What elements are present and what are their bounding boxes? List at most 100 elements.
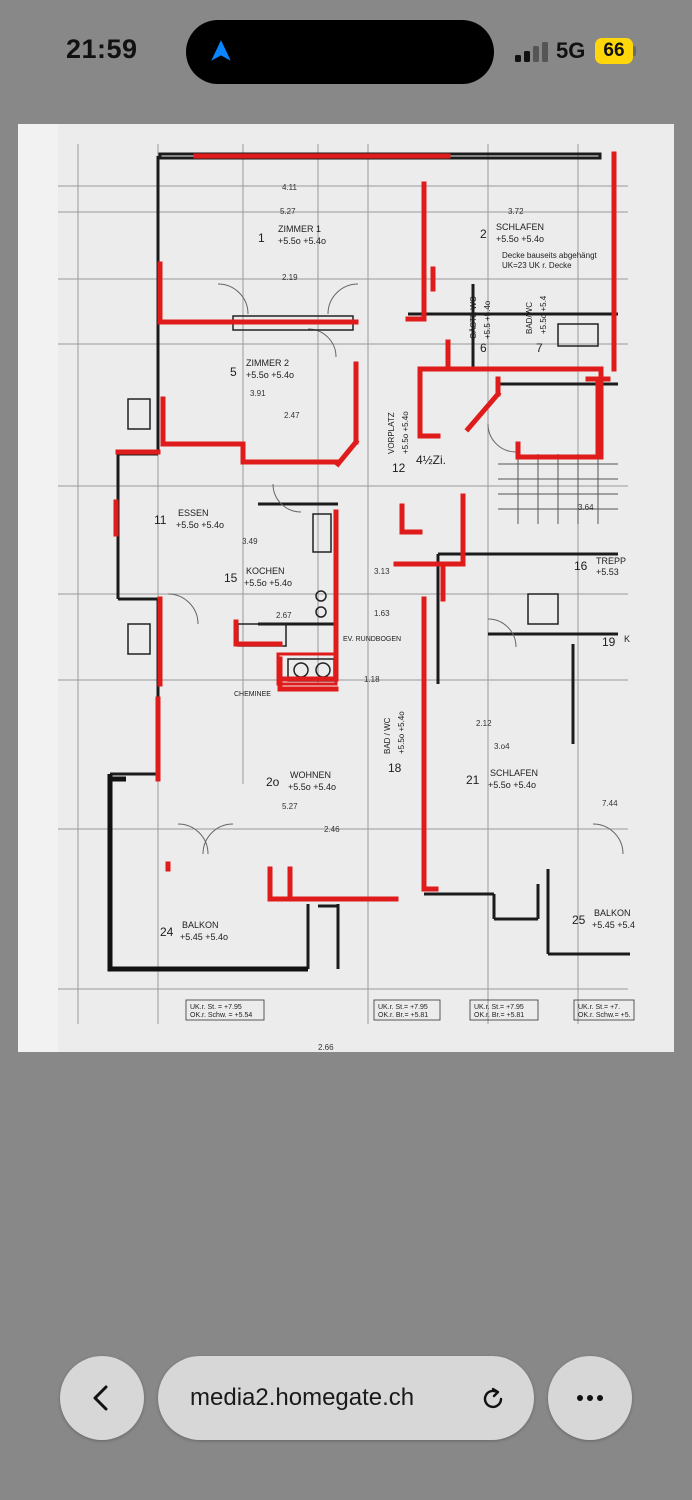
- dimension: 2.12: [476, 719, 492, 728]
- dynamic-island: [186, 20, 494, 84]
- dimension: 2.67: [276, 611, 292, 620]
- room-label-1: 1 ZIMMER 1 +5.5o +5.4o: [258, 224, 326, 246]
- room-label-5: 5 ZIMMER 2 +5.5o +5.4o: [230, 358, 294, 380]
- dimension: 2.46: [324, 825, 340, 834]
- svg-text:5: 5: [230, 365, 237, 379]
- arch-label: EV. RUNDBOGEN: [343, 636, 401, 643]
- svg-text:24: 24: [160, 925, 174, 939]
- svg-text:+5.45 +5.4o: +5.45 +5.4o: [180, 932, 228, 942]
- svg-text:ZIMMER 2: ZIMMER 2: [246, 358, 289, 368]
- dimension: 5.27: [282, 802, 298, 811]
- room-label-16: 16 TREPP +5.53: [574, 556, 626, 577]
- svg-text:+5.45 +5.4: +5.45 +5.4: [592, 920, 635, 930]
- battery-level: 66: [603, 40, 625, 61]
- svg-text:ZIMMER 1: ZIMMER 1: [278, 224, 321, 234]
- level-box-3: UK.r. St.= +7.95 OK.r. Br.= +5.81: [469, 999, 539, 1021]
- svg-text:15: 15: [224, 571, 238, 585]
- svg-text:+5.5o +5.4o: +5.5o +5.4o: [176, 520, 224, 530]
- room-label-11: 11 ESSEN +5.5o +5.4o: [154, 508, 224, 530]
- svg-text:11: 11: [154, 513, 167, 527]
- room-label-7: 7 BAD/WC +5.5o +5.4: [525, 295, 548, 355]
- dimension: 3.72: [508, 207, 524, 216]
- dimension: 5.27: [280, 207, 296, 216]
- svg-text:18: 18: [388, 761, 402, 775]
- level-box-1: UK.r. St. = +7.95 OK.r. Schw. = +5.54: [185, 999, 265, 1021]
- svg-text:UK.r. St.= +7.: UK.r. St.= +7.: [578, 1004, 620, 1011]
- address-bar[interactable]: media2.homegate.ch: [158, 1356, 534, 1440]
- floorplan-drawing: 1 ZIMMER 1 +5.5o +5.4o 2 SCHLAFEN +5.5o …: [18, 124, 674, 1052]
- status-time: 21:59: [66, 34, 138, 64]
- svg-text:TREPP: TREPP: [596, 556, 626, 566]
- dimension: 4.11: [282, 183, 298, 192]
- dimension: 3.13: [374, 567, 390, 576]
- svg-text:19: 19: [602, 635, 616, 649]
- dimension: 2.47: [284, 411, 300, 420]
- apartment-label: 4½Zi.: [416, 453, 446, 467]
- ellipsis-icon: [577, 1395, 603, 1401]
- room-label-12: 12 VORPLATZ +5.5o +5.4o: [387, 411, 410, 475]
- svg-text:OK.r. Br.= +5.81: OK.r. Br.= +5.81: [378, 1012, 428, 1019]
- svg-text:7: 7: [536, 341, 543, 355]
- svg-text:12: 12: [392, 461, 406, 475]
- level-box-2: UK.r. St.= +7.95 OK.r. Br.= +5.81: [373, 999, 441, 1021]
- location-arrow-icon: [211, 40, 231, 61]
- svg-text:BAD / WC: BAD / WC: [383, 717, 392, 754]
- svg-text:+5.5o +5.4o: +5.5o +5.4o: [246, 370, 294, 380]
- dimension: 3.91: [250, 389, 266, 398]
- svg-text:6: 6: [480, 341, 487, 355]
- back-button[interactable]: [60, 1356, 144, 1440]
- url-text: media2.homegate.ch: [190, 1384, 415, 1411]
- svg-text:K: K: [624, 634, 630, 644]
- svg-text:SCHLAFEN: SCHLAFEN: [490, 768, 538, 778]
- ceiling-note: Decke bauseits abgehängt: [502, 251, 598, 260]
- room-label-15: 15 KOCHEN +5.5o +5.4o: [224, 566, 292, 588]
- svg-text:ESSEN: ESSEN: [178, 508, 209, 518]
- network-type: 5G: [556, 38, 586, 63]
- more-button[interactable]: [548, 1356, 632, 1440]
- svg-text:GÄSTE WC: GÄSTE WC: [469, 296, 478, 339]
- room-label-18: 18 BAD / WC +5.5o +5.4o: [383, 711, 406, 775]
- dimension: 3.64: [578, 503, 594, 512]
- svg-text:SCHLAFEN: SCHLAFEN: [496, 222, 544, 232]
- svg-text:KOCHEN: KOCHEN: [246, 566, 285, 576]
- signal-icon: [515, 42, 548, 62]
- room-label-25: 25 BALKON +5.45 +5.4: [572, 908, 635, 930]
- dimension: 3.49: [242, 537, 258, 546]
- svg-text:16: 16: [574, 559, 588, 573]
- room-label-19: 19 K: [602, 634, 630, 649]
- dimension: 1.18: [364, 675, 380, 684]
- svg-text:UK.r. St.= +7.95: UK.r. St.= +7.95: [474, 1004, 524, 1011]
- svg-text:25: 25: [572, 913, 586, 927]
- svg-text:+5.5o +5.4o: +5.5o +5.4o: [288, 782, 336, 792]
- svg-text:OK.r. Br.= +5.81: OK.r. Br.= +5.81: [474, 1012, 524, 1019]
- svg-text:2: 2: [480, 227, 487, 241]
- svg-text:+5.5o +5.4o: +5.5o +5.4o: [488, 780, 536, 790]
- svg-text:+5.5o +5.4o: +5.5o +5.4o: [401, 411, 410, 454]
- svg-text:OK.r. Schw.= +5.: OK.r. Schw.= +5.: [578, 1012, 631, 1019]
- svg-text:UK.r. St. = +7.95: UK.r. St. = +7.95: [190, 1004, 242, 1011]
- svg-text:+5.5o +5.4o: +5.5o +5.4o: [397, 711, 406, 754]
- cheminee-label: CHEMINEE: [234, 691, 271, 698]
- battery-icon: 66: [595, 38, 637, 64]
- svg-text:+5.53: +5.53: [596, 567, 619, 577]
- svg-text:VORPLATZ: VORPLATZ: [387, 412, 396, 454]
- dimension: 1.63: [374, 609, 390, 618]
- room-label-20: 2o WOHNEN +5.5o +5.4o: [266, 770, 336, 792]
- dimension: 2.66: [318, 1043, 334, 1052]
- svg-text:21: 21: [466, 773, 480, 787]
- status-bar: 21:59 5G 66: [0, 0, 692, 100]
- ceiling-note-2: UK=23 UK r. Decke: [502, 261, 572, 270]
- svg-text:+5.5o +5.4o: +5.5o +5.4o: [244, 578, 292, 588]
- svg-text:+5.5 +5.4o: +5.5 +5.4o: [483, 300, 492, 339]
- floorplan-image[interactable]: 1 ZIMMER 1 +5.5o +5.4o 2 SCHLAFEN +5.5o …: [18, 124, 674, 1052]
- chevron-left-icon: [93, 1385, 108, 1411]
- level-box-4: UK.r. St.= +7. OK.r. Schw.= +5.: [573, 999, 635, 1021]
- room-label-2: 2 SCHLAFEN +5.5o +5.4o: [480, 222, 544, 244]
- svg-text:BAD/WC: BAD/WC: [525, 302, 534, 334]
- dimension: 7.44: [602, 799, 618, 808]
- svg-text:+5.5o +5.4o: +5.5o +5.4o: [278, 236, 326, 246]
- room-label-24: 24 BALKON +5.45 +5.4o: [160, 920, 228, 942]
- svg-text:OK.r. Schw. = +5.54: OK.r. Schw. = +5.54: [190, 1012, 252, 1019]
- svg-text:+5.5o +5.4o: +5.5o +5.4o: [496, 234, 544, 244]
- reload-icon[interactable]: [478, 1384, 508, 1414]
